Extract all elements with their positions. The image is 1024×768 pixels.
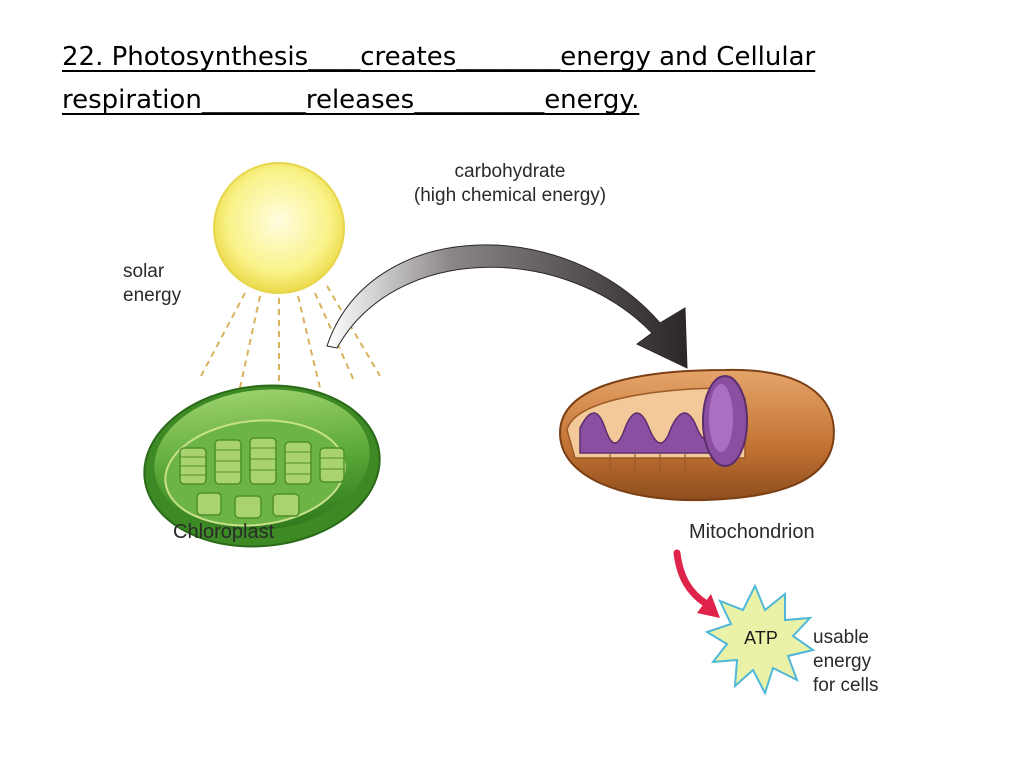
usable-label-line: for cells <box>813 675 879 696</box>
question-line-1: 22. Photosynthesis____creates________ene… <box>62 36 942 79</box>
atp-burst-icon <box>704 583 816 696</box>
answer-word: creates <box>360 42 457 72</box>
curved-arrow-icon <box>326 244 688 369</box>
chloroplast-label: Chloroplast <box>173 521 275 543</box>
answer-blank: __________ <box>414 85 545 115</box>
usable-energy-label: usable energy for cells <box>813 626 878 698</box>
mitochondrion-icon <box>558 368 835 502</box>
diagram-graphics <box>143 162 835 696</box>
question-part: respiration <box>62 85 202 115</box>
answer-blank: ________ <box>456 42 561 72</box>
usable-label-line: usable <box>813 627 869 648</box>
carbohydrate-label-line: carbohydrate <box>454 161 566 182</box>
question-text: 22. Photosynthesis____creates________ene… <box>62 36 942 122</box>
red-arrow-icon <box>673 549 720 618</box>
question-part: energy. <box>544 85 640 115</box>
answer-word: releases <box>305 85 415 115</box>
mitochondrion-label: Mitochondrion <box>689 521 815 543</box>
answer-blank: ____ <box>308 42 361 72</box>
atp-label: ATP <box>744 628 778 648</box>
solar-energy-label: solar energy <box>123 260 181 308</box>
carbohydrate-label: carbohydrate (high chemical energy) <box>375 160 645 208</box>
solar-label-line: solar <box>123 261 165 282</box>
question-line-2: respiration________releases__________ene… <box>62 79 942 122</box>
energy-flow-diagram: solar energy carbohydrate (high chemical… <box>105 148 925 728</box>
sun-icon <box>199 162 381 389</box>
question-part: 22. Photosynthesis <box>62 42 309 72</box>
answer-blank: ________ <box>201 85 306 115</box>
usable-label-line: energy <box>813 651 872 672</box>
chloroplast-icon <box>143 384 381 548</box>
question-part: energy and Cellular <box>560 42 816 72</box>
solar-label-line: energy <box>123 285 182 306</box>
carbohydrate-label-line: (high chemical energy) <box>413 185 607 206</box>
